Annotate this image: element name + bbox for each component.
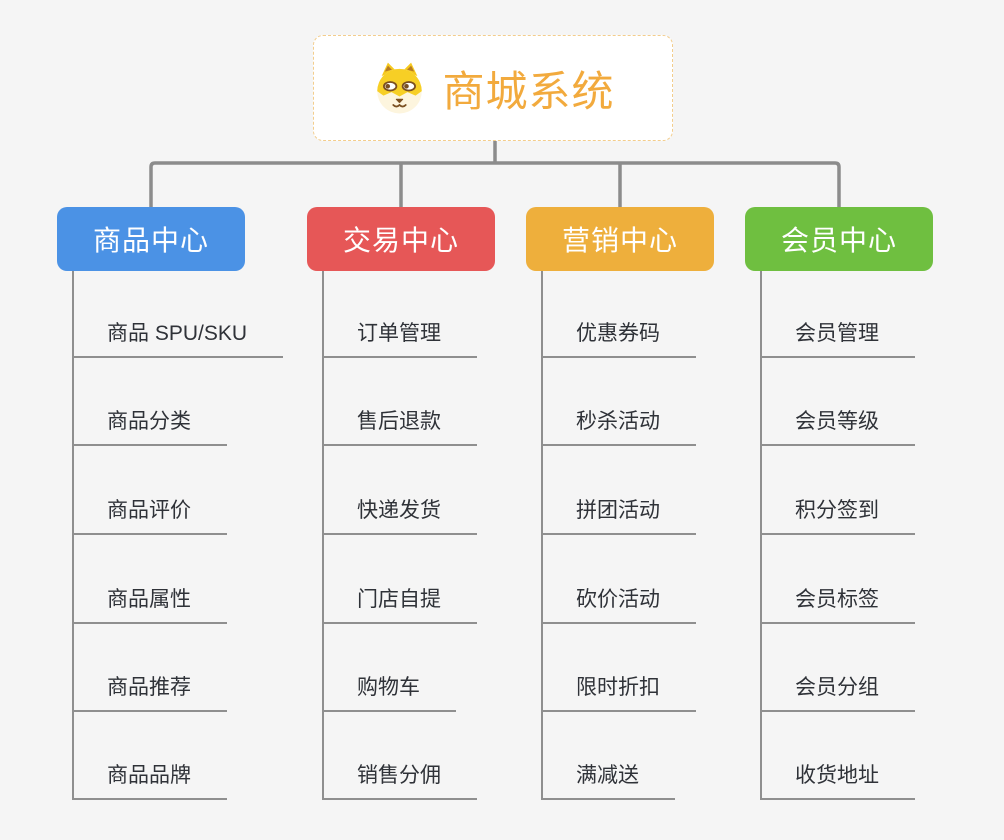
branch-trunk-line — [72, 271, 74, 800]
branch-trunk-line — [760, 271, 762, 800]
root-node-label: 商城系统 — [442, 67, 615, 115]
leaf-node[interactable]: 砍价活动 — [541, 586, 696, 624]
branch-rail-line — [149, 161, 841, 210]
leaf-node[interactable]: 满减送 — [541, 762, 675, 800]
leaf-node[interactable]: 快递发货 — [322, 497, 477, 535]
leaf-node[interactable]: 商品 SPU/SKU — [72, 320, 284, 358]
leaf-node[interactable]: 订单管理 — [322, 320, 477, 358]
leaf-node[interactable]: 商品品牌 — [72, 762, 227, 800]
leaf-node[interactable]: 购物车 — [322, 674, 456, 712]
leaf-node[interactable]: 会员分组 — [760, 674, 915, 712]
branch-node-member-center[interactable]: 会员中心 — [745, 207, 933, 271]
leaf-node[interactable]: 积分签到 — [760, 497, 915, 535]
leaf-node[interactable]: 优惠券码 — [541, 320, 696, 358]
leaf-node[interactable]: 收货地址 — [760, 762, 915, 800]
branch-node-product-center[interactable]: 商品中心 — [57, 207, 245, 271]
branch-column-member-center: 会员中心 会员管理 会员等级 积分签到 会员标签 会员分组 收货地址 — [745, 207, 985, 807]
leaf-node[interactable]: 会员等级 — [760, 408, 915, 446]
branch-trunk-line — [541, 271, 543, 800]
branch-node-marketing-center[interactable]: 营销中心 — [526, 207, 714, 271]
leaf-node[interactable]: 售后退款 — [322, 408, 477, 446]
branch-column-product-center: 商品中心 商品 SPU/SKU 商品分类 商品评价 商品属性 商品推荐 商品品牌 — [57, 207, 297, 807]
leaf-node[interactable]: 秒杀活动 — [541, 408, 696, 446]
branch-column-trade-center: 交易中心 订单管理 售后退款 快递发货 门店自提 购物车 销售分佣 — [307, 207, 547, 807]
leaf-node[interactable]: 销售分佣 — [322, 762, 477, 800]
branch-trunk-line — [322, 271, 324, 800]
leaf-node[interactable]: 会员管理 — [760, 320, 915, 358]
root-node-mall-system[interactable]: 商城系统 — [313, 35, 673, 141]
leaf-node[interactable]: 商品属性 — [72, 586, 227, 624]
leaf-node[interactable]: 门店自提 — [322, 586, 477, 624]
branch-node-trade-center[interactable]: 交易中心 — [307, 207, 495, 271]
dog-face-icon — [377, 62, 423, 113]
leaf-node[interactable]: 会员标签 — [760, 586, 915, 624]
leaf-node[interactable]: 拼团活动 — [541, 497, 696, 535]
leaf-node[interactable]: 商品分类 — [72, 408, 227, 446]
leaf-node[interactable]: 限时折扣 — [541, 674, 696, 712]
leaf-node[interactable]: 商品推荐 — [72, 674, 227, 712]
leaf-node[interactable]: 商品评价 — [72, 497, 227, 535]
branch-column-marketing-center: 营销中心 优惠券码 秒杀活动 拼团活动 砍价活动 限时折扣 满减送 — [526, 207, 766, 807]
